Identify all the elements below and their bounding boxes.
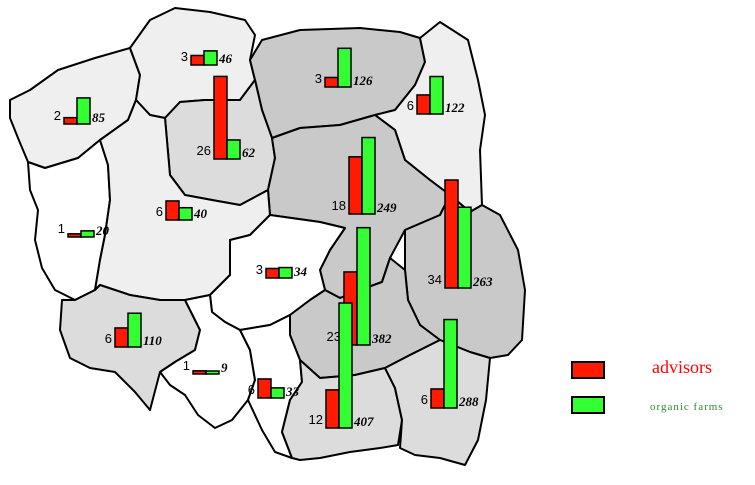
advisors-bar [190,54,205,66]
organic-value: 20 [95,223,110,238]
organic-value: 33 [285,384,300,399]
organic-value: 263 [472,274,493,289]
advisors-bar [444,179,459,289]
advisors-bar [348,156,363,215]
bar-group-greater-poland: 6 40 [156,200,208,221]
organic-bar [356,226,371,346]
advisors-value: 18 [332,198,346,213]
organic-bar [457,206,472,289]
organic-value: 126 [353,73,373,88]
organic-value: 110 [143,333,162,348]
bar-group-podlaskie: 6 122 [407,75,465,115]
organic-value: 40 [193,206,208,221]
organic-bar [443,318,458,409]
legend: advisors organic farms [571,357,724,414]
organic-value: 34 [293,264,308,279]
organic-value: 62 [242,145,256,160]
advisors-bar [213,75,228,160]
organic-value: 46 [218,51,233,66]
advisors-value: 26 [197,143,211,158]
bar-group-masovian: 18 249 [332,136,397,215]
advisors-value: 12 [309,412,323,427]
organic-bar [270,387,285,399]
organic-value: 407 [353,414,374,429]
organic-bar [178,206,193,221]
legend-advisors-label: advisors [652,357,712,377]
bar-group-subcarpathian: 6 288 [421,318,479,409]
bar-group-warmian-masurian: 3 126 [315,47,373,88]
organic-bar [429,75,444,115]
organic-bar [226,139,241,160]
advisors-value: 6 [407,98,414,113]
advisors-value: 23 [327,329,341,344]
bar-group-west-pomeranian: 2 85 [54,97,106,125]
advisors-value: 3 [315,71,322,86]
region-opole [159,294,256,429]
legend-advisors-swatch [571,361,605,379]
advisors-bar [192,370,207,375]
bar-group-pomeranian: 3 46 [181,49,233,66]
organic-bar [80,230,95,238]
bar-group-lublin: 34 263 [428,179,493,289]
advisors-bar [265,267,280,279]
advisors-bar [416,94,431,115]
advisors-value: 3 [256,262,263,277]
legend-organic-swatch [571,396,605,414]
bar-group-silesian: 6 33 [248,378,300,399]
bar-group-lower-silesian: 6 110 [105,312,162,348]
organic-bar [127,312,142,348]
advisors-value: 1 [58,221,65,236]
advisors-value: 6 [156,204,163,219]
advisors-bar [67,233,82,238]
advisors-value: 6 [248,382,255,397]
organic-value: 249 [376,200,397,215]
advisors-bar [114,327,129,348]
advisors-bar [257,378,272,399]
organic-value: 9 [221,360,228,375]
bar-group-kuyavian-pomeranian: 26 62 [197,75,256,160]
organic-bar [337,47,352,88]
advisors-value: 34 [428,272,442,287]
advisors-bar [63,116,78,125]
organic-bar [203,50,218,66]
advisors-value: 6 [421,392,428,407]
organic-value: 288 [458,394,479,409]
advisors-bar [325,389,340,429]
advisors-value: 2 [54,108,61,123]
organic-bar [278,266,293,279]
advisors-value: 1 [183,358,190,373]
organic-bar [76,97,91,125]
advisors-bar [165,200,180,221]
advisors-bar [430,388,445,409]
legend-organic-label: organic farms [650,401,724,413]
organic-value: 122 [445,100,465,115]
advisors-bar [324,76,339,88]
bar-group-lubusz: 1 20 [58,221,110,238]
organic-bar [205,370,220,375]
advisors-value: 3 [181,49,188,64]
advisors-value: 6 [105,331,112,346]
bar-group-lodz: 3 34 [256,262,308,279]
organic-bar [361,136,376,215]
organic-bar [338,302,353,429]
bar-group-lesser-poland: 12 407 [309,302,374,429]
organic-value: 382 [371,331,392,346]
organic-value: 85 [92,110,106,125]
